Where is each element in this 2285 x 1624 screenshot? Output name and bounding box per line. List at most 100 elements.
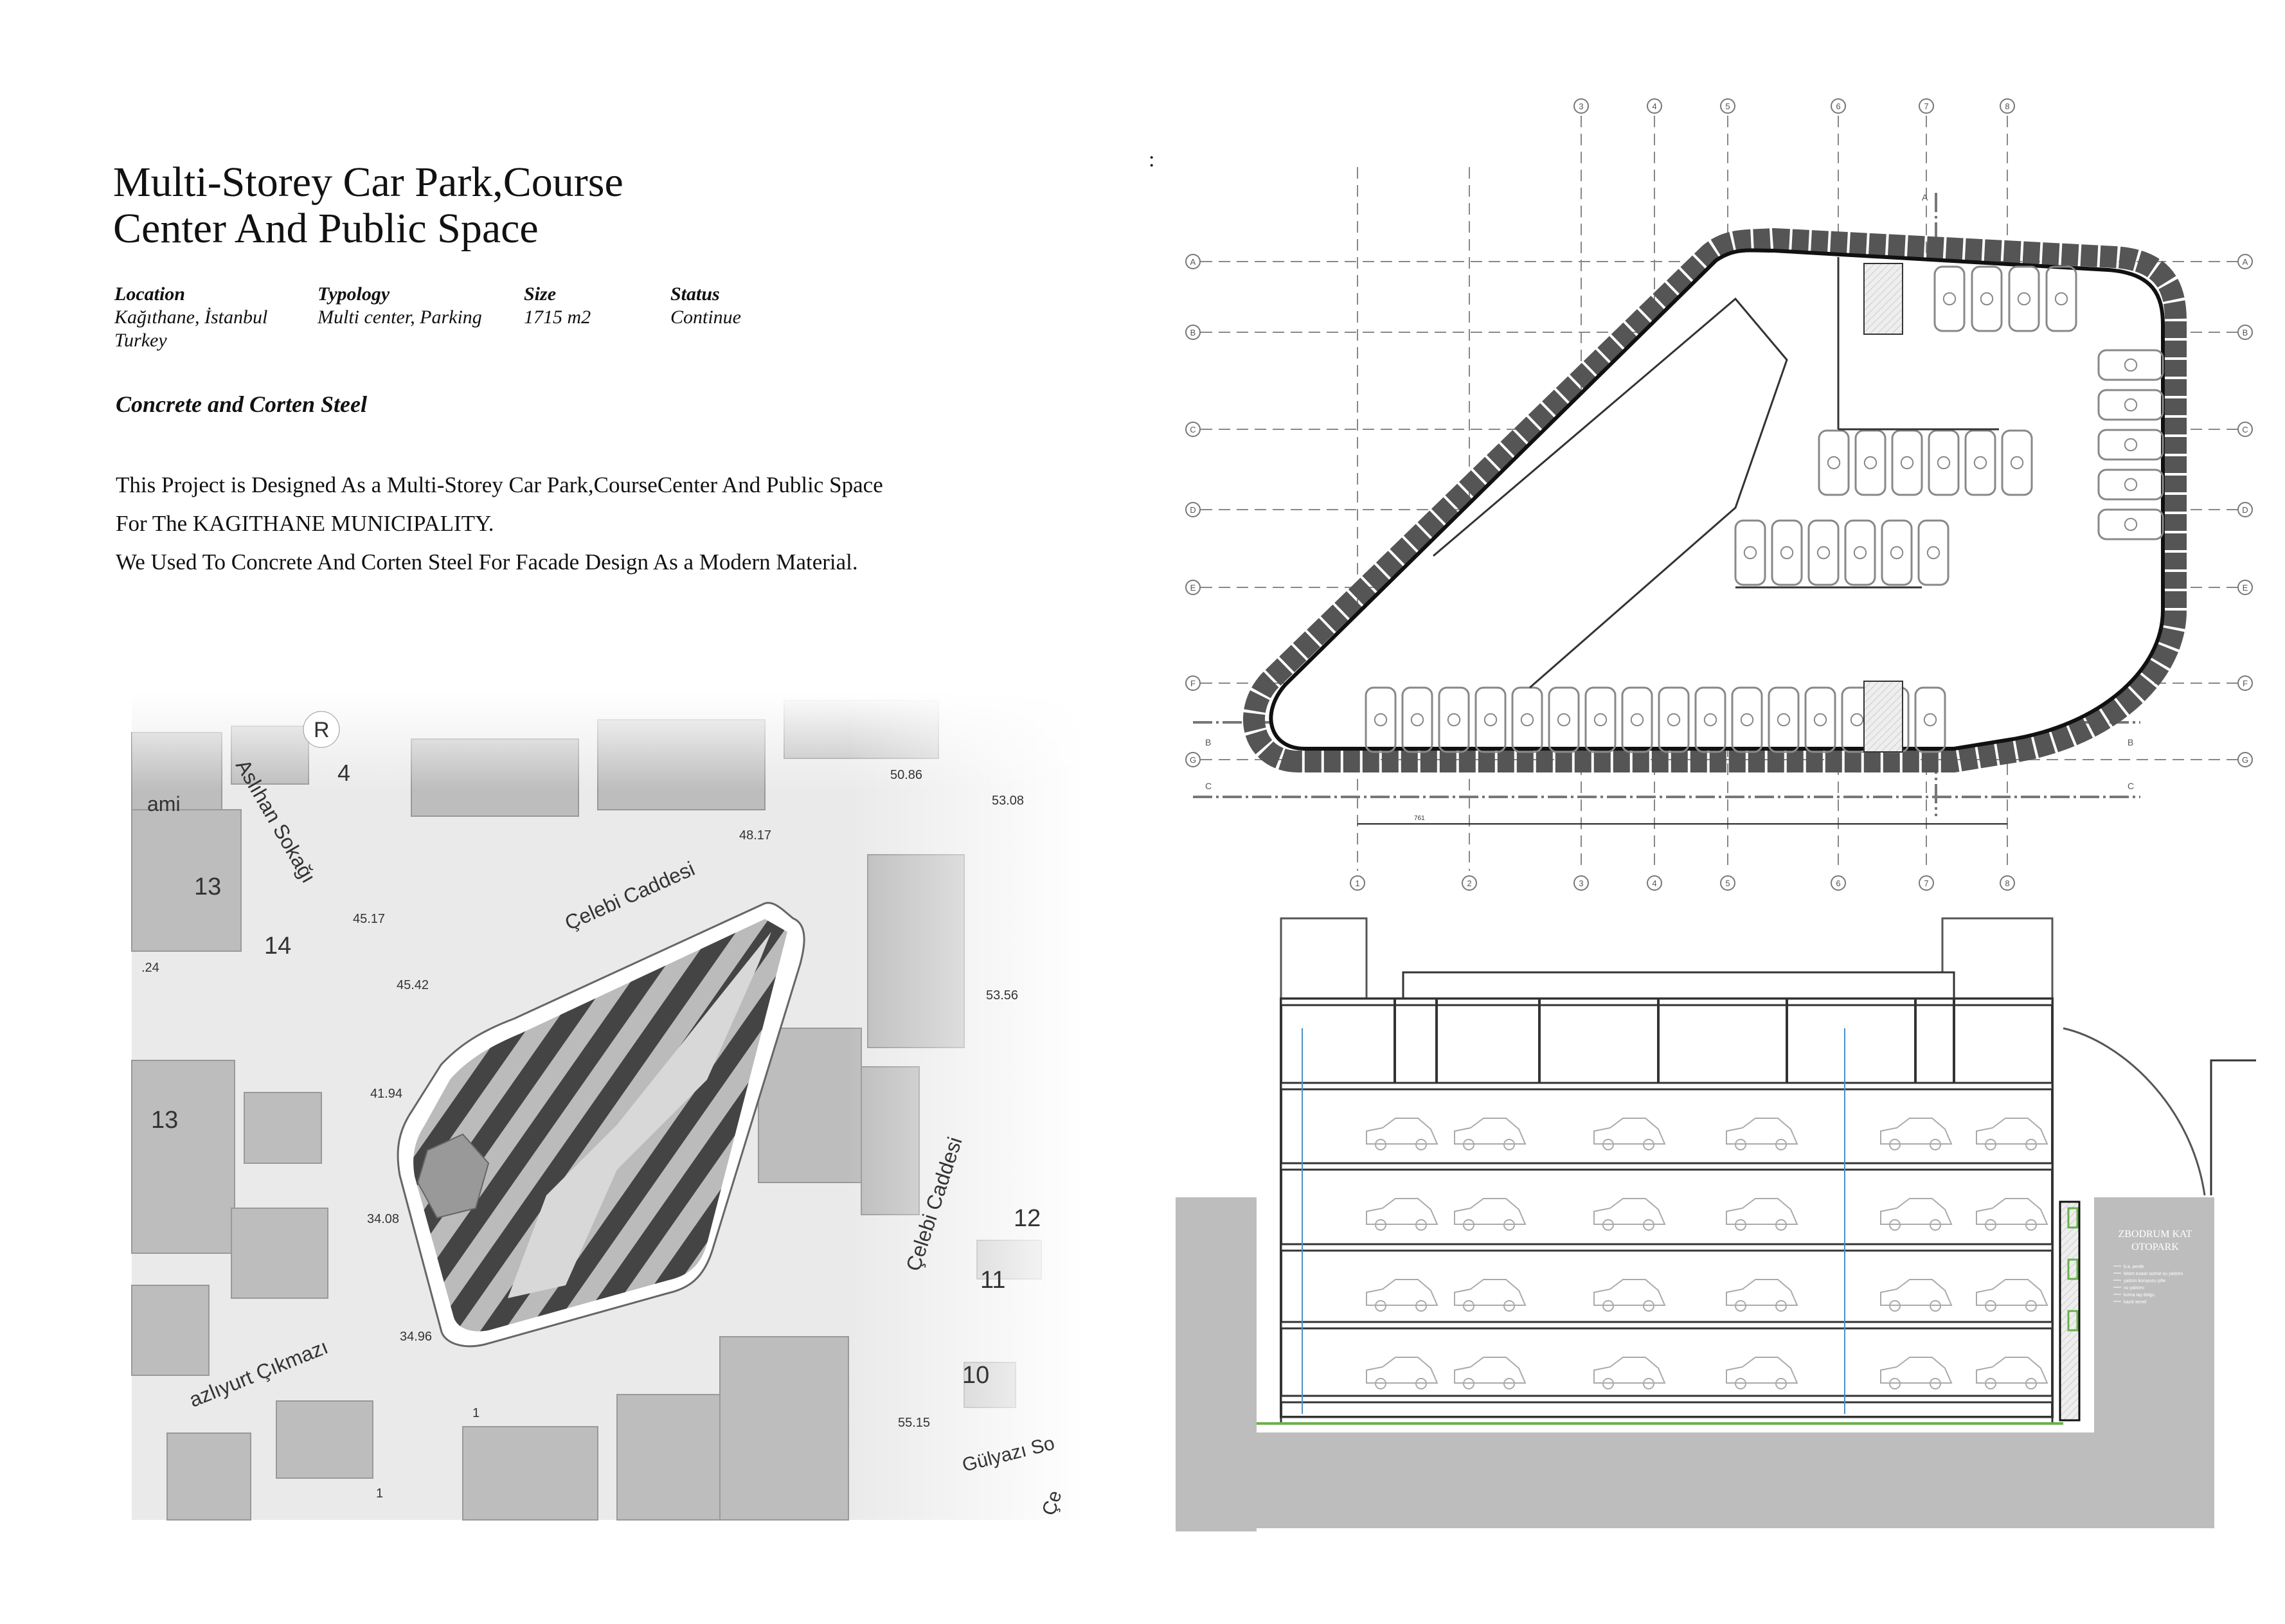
car-body: [2008, 265, 2040, 332]
elevation-label: 45.42: [397, 978, 429, 992]
stair-core: [1863, 681, 1903, 753]
drainage-detail: [2067, 1207, 2079, 1229]
grid-label: E: [1190, 583, 1196, 593]
car-wheel: [1375, 1219, 1386, 1231]
car-body: [1807, 519, 1840, 586]
grid-label: A: [1190, 257, 1196, 267]
grid-bubble: [1185, 752, 1201, 767]
car-wheel: [1985, 1300, 1996, 1312]
elevation-label: 53.08: [992, 794, 1024, 808]
car-wheel: [1985, 1378, 1996, 1389]
parking-car: [1734, 519, 1766, 586]
car-silhouette: [1880, 1279, 1953, 1306]
parking-car: [1768, 686, 1800, 753]
elevation-label: 41.94: [370, 1087, 402, 1101]
car-wheel: [1375, 1139, 1386, 1150]
grid-label: E: [2243, 583, 2248, 593]
section-car: [1880, 1357, 1953, 1389]
parcel-number: 4: [337, 760, 350, 786]
car-wheel: [1985, 1219, 1996, 1231]
grid-bubble: [1185, 254, 1201, 269]
car-body: [1964, 429, 1996, 496]
car-wheel: [2025, 1378, 2037, 1389]
parking-car: [1933, 265, 1966, 332]
section-car: [1726, 1357, 1798, 1389]
car-body: [1914, 686, 1946, 753]
section-car: [1366, 1118, 1438, 1150]
stair-tower-left: [1280, 917, 1368, 1000]
colon-mark: :: [1149, 148, 1155, 172]
parking-car: [1511, 686, 1543, 753]
section-car: [1726, 1279, 1798, 1312]
section-car: [1880, 1198, 1953, 1231]
grid-label: 6: [1836, 102, 1840, 111]
car-wheel: [1415, 1300, 1427, 1312]
car-number-circle: [1900, 456, 1914, 470]
grid-label: 7: [1924, 102, 1928, 111]
grid-label: 4: [1652, 879, 1656, 888]
car-silhouette: [1726, 1198, 1798, 1225]
car-wheel: [1735, 1378, 1746, 1389]
grid-bubble: [1573, 875, 1589, 891]
grid-bubble: [2237, 752, 2253, 767]
grid-label: D: [1190, 505, 1196, 515]
car-number-circle: [1980, 292, 1994, 306]
parking-car: [1771, 519, 1803, 586]
car-wheel: [1602, 1219, 1614, 1231]
car-body: [2097, 468, 2164, 501]
car-wheel: [1643, 1139, 1654, 1150]
grid-bubble: [1350, 875, 1365, 891]
section-car: [1976, 1357, 2048, 1389]
dimension-label: 761: [1414, 815, 1425, 822]
grid-label: D: [2242, 505, 2248, 515]
car-body: [1734, 519, 1766, 586]
site-wall-line: [2210, 1059, 2256, 1195]
car-silhouette: [1366, 1118, 1438, 1145]
car-wheel: [1643, 1378, 1654, 1389]
drainage-detail: [2067, 1258, 2079, 1280]
car-wheel: [1375, 1300, 1386, 1312]
section-car: [1880, 1279, 1953, 1312]
elevation-label: 34.96: [400, 1330, 432, 1344]
parking-car: [2097, 349, 2164, 381]
parcel-number: ami: [147, 792, 181, 816]
car-silhouette: [1366, 1198, 1438, 1225]
meta-value: Turkey: [114, 330, 167, 351]
grid-bubble: [2237, 254, 2253, 269]
perforated-facade-ring: [1243, 228, 2187, 772]
parking-car: [1971, 265, 2003, 332]
title-line-1: Multi-Storey Car Park,Course: [113, 159, 623, 206]
parking-car: [1438, 686, 1470, 753]
car-silhouette: [1593, 1357, 1666, 1384]
section-car: [1976, 1279, 2048, 1312]
parking-car: [1658, 686, 1690, 753]
car-silhouette: [1593, 1279, 1666, 1306]
car-silhouette: [1454, 1118, 1527, 1145]
car-wheel: [1889, 1139, 1901, 1150]
grid-label: 4: [1652, 102, 1656, 111]
car-body: [2097, 389, 2164, 421]
parking-car: [1365, 686, 1397, 753]
section-mark: A: [1922, 192, 1928, 202]
car-silhouette: [1593, 1118, 1666, 1145]
car-number-circle: [1374, 713, 1388, 727]
car-wheel: [1889, 1378, 1901, 1389]
car-wheel: [1463, 1219, 1474, 1231]
drainage-detail: [2067, 1310, 2079, 1332]
car-wheel: [1775, 1378, 1787, 1389]
meta-value: 1715 m2: [524, 307, 591, 328]
site-fade-top: [132, 691, 1086, 1520]
grid-label: 5: [1725, 879, 1730, 888]
car-silhouette: [1726, 1279, 1798, 1306]
parking-car: [1694, 686, 1726, 753]
parking-car: [1804, 686, 1836, 753]
grid-bubble: [1831, 98, 1846, 114]
car-number-circle: [1827, 456, 1841, 470]
car-wheel: [1930, 1378, 1941, 1389]
meta-value: Continue: [670, 307, 741, 328]
car-number-circle: [1483, 713, 1498, 727]
car-number-circle: [1743, 546, 1757, 560]
parking-car: [1818, 429, 1850, 496]
parking-car: [1548, 686, 1580, 753]
